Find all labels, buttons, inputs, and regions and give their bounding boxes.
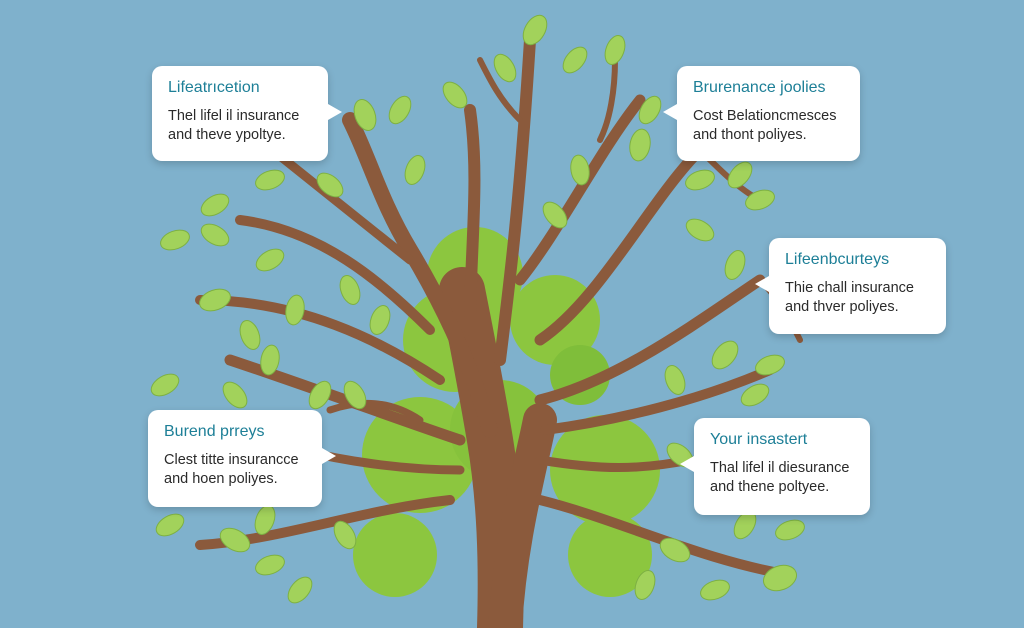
callout-middle-right: Lifeenbcurteys Thie chall insurance and … [755,238,946,334]
callout-title: Brurenance joolies [693,79,826,96]
callout-body: Thel lifel il insurance and theve ypolty… [168,108,300,143]
callout-top-right: Brurenance joolies Cost Belationcmesces … [663,66,860,161]
leaves [150,14,805,604]
callout-body: Thie chall insurance and thver poliyes. [785,280,914,315]
callout-body: Cost Belationcmesces and thont poliyes. [693,108,837,143]
callout-top-left: Lifeatrıcetion Thel lifel il insurance a… [152,66,342,161]
callout-body: Clest titte insurancce and hoen poliyes. [164,452,299,487]
callout-title: Burend prreys [164,423,265,440]
callout-title: Your insastert [710,431,808,448]
callout-title: Lifeatrıcetion [168,79,260,96]
callout-bottom-right: Your insastert Thal lifel il diesurance … [680,418,870,515]
callout-body: Thal lifel il diesurance and thene polty… [710,460,850,495]
callout-bottom-left: Burend prreys Clest titte insurancce and… [148,410,336,507]
callout-title: Lifeenbcurteys [785,251,890,268]
